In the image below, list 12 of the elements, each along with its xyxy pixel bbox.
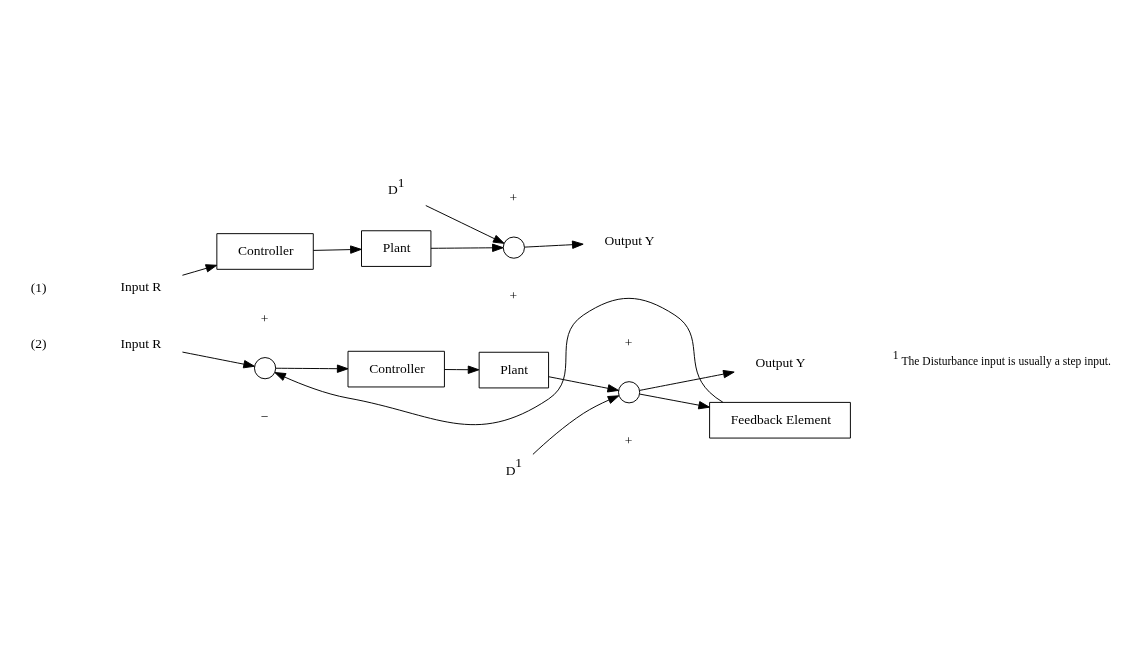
- label: +: [260, 310, 269, 326]
- label: +: [509, 190, 518, 206]
- label: +: [624, 334, 633, 350]
- label: −: [260, 408, 269, 424]
- node-text: Output Y: [604, 233, 655, 249]
- label: (2): [30, 335, 47, 351]
- label: +: [624, 433, 633, 449]
- label: (1): [30, 279, 47, 295]
- node-text: Input R: [120, 335, 162, 351]
- node-text: Output Y: [755, 354, 806, 370]
- node-text: Input R: [120, 278, 162, 294]
- label: +: [509, 288, 518, 304]
